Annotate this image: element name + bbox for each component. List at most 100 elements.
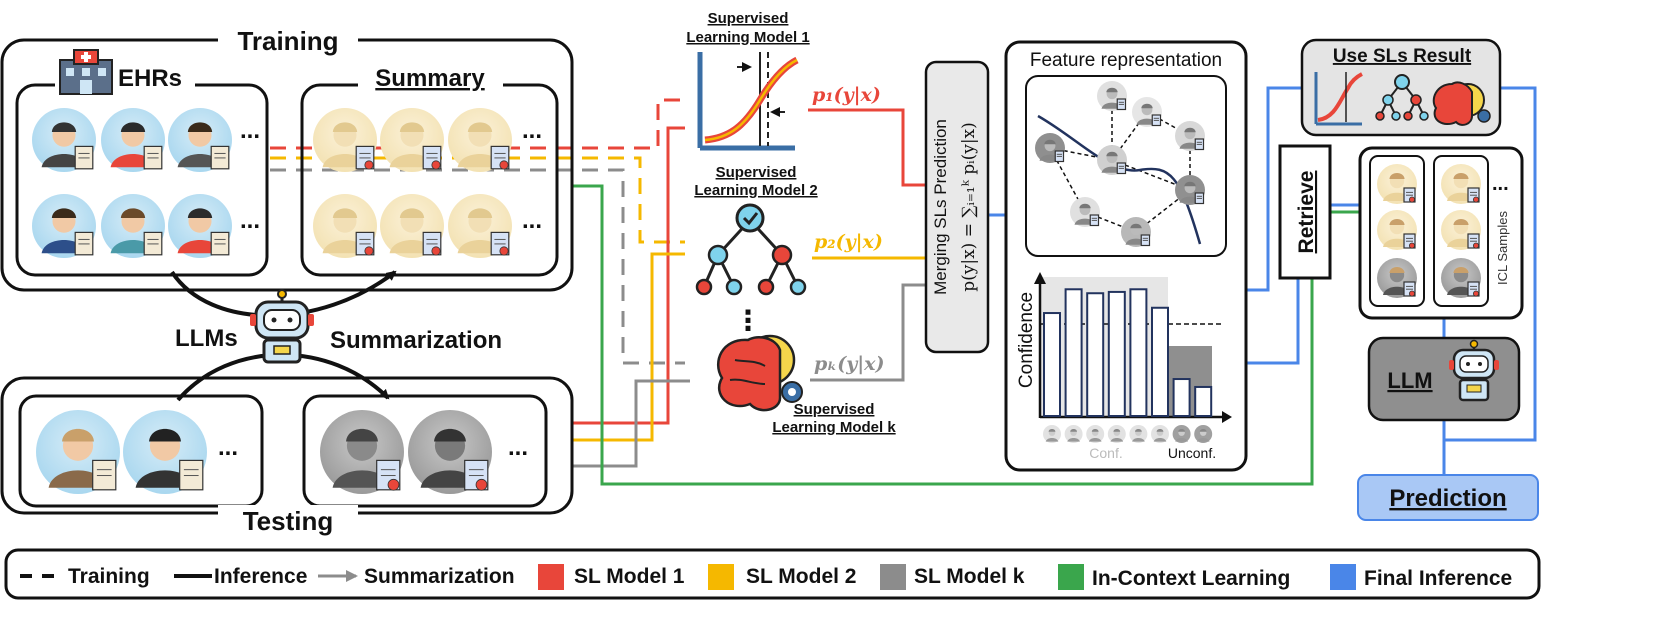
legend-sl1: SL Model 1	[574, 565, 685, 588]
ehr-patient-grid	[32, 108, 232, 258]
inference-line-red	[572, 126, 685, 425]
ehrs-title: EHRs	[118, 65, 182, 92]
legend-sl1-swatch	[538, 564, 564, 590]
icl-sample-avatar-icon	[1377, 258, 1417, 298]
confidence-sample-icon	[1194, 425, 1213, 443]
merge-formula: p(y|x) = ∑ᵢ₌₁ᵏ pᵢ(y|x)	[959, 122, 979, 292]
training-line-gray	[270, 168, 685, 365]
summary-ellipsis-row2: ...	[522, 207, 542, 234]
test-summary-avatar-icon	[320, 410, 404, 494]
mini-regression-icon	[1314, 72, 1363, 126]
confidence-bar	[1129, 288, 1148, 417]
sl2-title-line2: Learning Model 2	[694, 182, 817, 199]
icl-sample-avatar-icon	[1441, 164, 1481, 204]
legend-final: Final Inference	[1364, 567, 1512, 590]
llm-summarization: LLMs Summarization	[170, 270, 502, 402]
feature-panel-title: Feature representation	[1030, 50, 1222, 71]
retrieve-box	[1278, 144, 1332, 280]
testing-summary-box	[302, 394, 548, 508]
conf-label: Conf.	[1089, 445, 1122, 461]
testing-ellipsis-2: ...	[508, 434, 528, 461]
legend-slk-swatch	[880, 564, 906, 590]
legend-sl2: SL Model 2	[746, 565, 856, 588]
legend-final-swatch	[1330, 564, 1356, 590]
test-patient-avatar-icon	[123, 410, 207, 494]
embedding-sample-icon	[1035, 133, 1065, 163]
sl1-title-line2: Learning Model 1	[686, 29, 809, 46]
vertical-ellipsis: ⋮	[734, 305, 762, 336]
confidence-bar	[1172, 378, 1191, 418]
retrieve-group: Retrieve	[1278, 144, 1332, 280]
confidence-sample-icon	[1172, 425, 1191, 443]
legend: Training Inference Summarization SL Mode…	[4, 548, 1541, 600]
feature-embedding-scatter	[1035, 81, 1205, 247]
retrieve-label: Retrieve	[1295, 171, 1318, 254]
confidence-sample-icon	[1151, 425, 1169, 443]
use-sls-result-group: Use SLs Result	[1300, 38, 1502, 137]
confidence-bar	[1151, 306, 1169, 418]
summary-patient-avatar-icon	[380, 108, 444, 172]
slk-to-merge	[810, 283, 926, 382]
confidence-sample-icon	[1129, 425, 1148, 443]
legend-box	[4, 548, 1541, 600]
summary-patient-avatar-icon	[313, 108, 377, 172]
ehrs-ellipsis-row1: ...	[240, 117, 260, 144]
icl-sample-avatar-icon	[1441, 258, 1481, 298]
inference-line-gray	[572, 379, 690, 468]
sl-model-k: pₖ(y|x) Supervised Learning Model k	[717, 334, 896, 436]
summary-title: Summary	[375, 65, 485, 92]
sl2-prob-label: p₂(y|x)	[814, 231, 883, 253]
prediction-label: Prediction	[1389, 485, 1506, 512]
prediction-group: Prediction	[1357, 474, 1539, 521]
unconf-label: Unconf.	[1168, 445, 1216, 461]
llm-group: LLM	[1367, 336, 1521, 422]
sl-model-2: Supervised Learning Model 2 p₂(y|x)	[694, 164, 883, 296]
icl-samples-group: ... ICL Samples	[1358, 146, 1524, 320]
summary-patient-avatar-icon	[448, 108, 512, 172]
confidence-sample-icon	[1107, 425, 1126, 443]
icl-sample-avatar-icon	[1441, 210, 1481, 250]
summary-patient-avatar-icon	[448, 194, 512, 258]
ehr-patient-avatar-icon	[168, 194, 232, 258]
summary-patient-avatar-icon	[380, 194, 444, 258]
ehrs-ellipsis-row2: ...	[240, 207, 260, 234]
embedding-sample-icon	[1097, 145, 1127, 175]
training-title: Training	[237, 26, 338, 56]
mini-brain-icon	[1432, 81, 1491, 126]
sl2-title-line1: Supervised	[716, 164, 797, 181]
embedding-sample-icon	[1097, 81, 1127, 111]
test-patient-avatar-icon	[36, 410, 120, 494]
confidence-bar	[1043, 312, 1061, 418]
llm-label: LLM	[1387, 368, 1432, 393]
llms-label: LLMs	[175, 325, 238, 352]
ehr-patient-avatar-icon	[101, 194, 165, 258]
testing-group: ... ... Testing	[0, 376, 574, 536]
embedding-sample-icon	[1070, 197, 1100, 227]
embedding-sample-icon	[1121, 217, 1151, 247]
summary-ellipsis-row1: ...	[522, 117, 542, 144]
icl-line-green	[572, 184, 1314, 486]
sls-result-to-prediction	[1444, 86, 1537, 442]
legend-icl-swatch	[1058, 564, 1084, 590]
legend-slk: SL Model k	[914, 565, 1025, 588]
prediction-box	[1357, 474, 1539, 521]
embedding-sample-icon	[1132, 97, 1162, 127]
training-group: Training EHRs ... ... Summary ... ...	[0, 26, 574, 292]
confidence-bar	[1107, 290, 1126, 418]
ehr-patient-avatar-icon	[101, 108, 165, 172]
icl-samples-label: ICL Samples	[1495, 211, 1510, 285]
testing-patients	[36, 410, 492, 494]
merge-box-group: Merging SLs Prediction p(y|x) = ∑ᵢ₌₁ᵏ pᵢ…	[924, 60, 990, 354]
ehr-patient-avatar-icon	[168, 108, 232, 172]
inference-line-yellow	[572, 252, 685, 442]
confidence-chart: Confidence Conf. Unconf.	[1016, 272, 1232, 461]
merge-box	[924, 60, 990, 354]
legend-sl2-swatch	[708, 564, 734, 590]
testing-title: Testing	[243, 506, 334, 536]
ehr-patient-avatar-icon	[32, 194, 96, 258]
icl-ellipsis: ...	[1492, 173, 1509, 195]
slk-title-line1: Supervised	[794, 401, 875, 418]
confidence-bar	[1194, 385, 1213, 417]
brain-icon	[717, 334, 803, 412]
